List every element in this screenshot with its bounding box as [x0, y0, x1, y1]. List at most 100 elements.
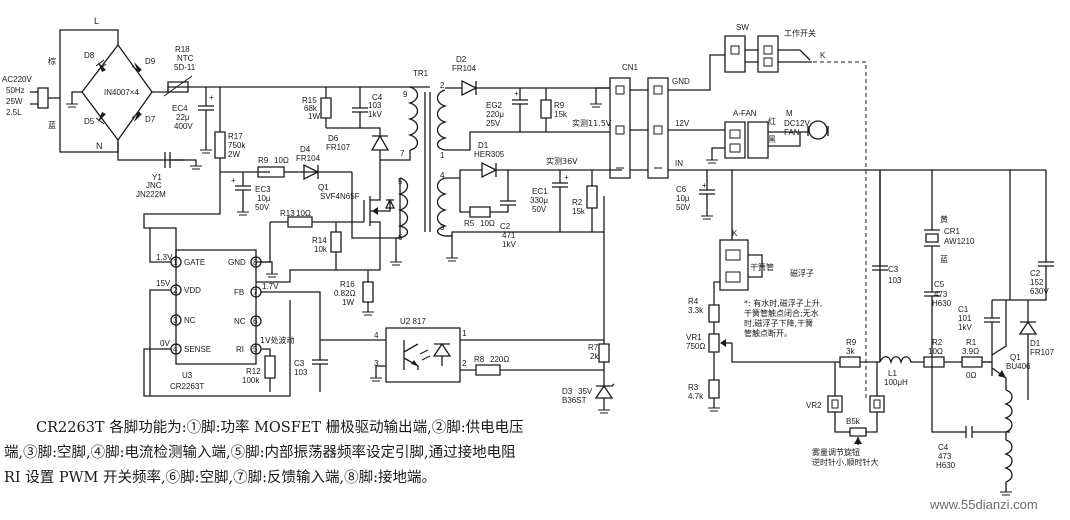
ic-v-gate: 1.3V [156, 253, 173, 262]
u2-pin-4: 4 [374, 331, 379, 340]
c4-value-2: H630 [936, 461, 956, 470]
ec4-label: EC4 [172, 104, 188, 113]
tr1-pin-5: 5 [398, 177, 403, 186]
ec4-plus: + [209, 93, 214, 102]
r15-value-2: 1W [308, 112, 320, 121]
ic-v-vdd: 15V [156, 279, 171, 288]
ic-pin-7: FB [234, 288, 244, 297]
r15-label: R15 [302, 96, 317, 105]
potentiometer-vr2 [827, 362, 885, 445]
ec3-plus: + [231, 176, 236, 185]
y1-value-2: JN222M [136, 190, 166, 199]
ic-pin-2-number: 2 [173, 286, 178, 295]
r13-value: 10Ω [296, 209, 311, 218]
ic-pin-7-number: 7 [253, 288, 258, 297]
u2-pin-1: 1 [462, 329, 467, 338]
c2-label: C2 [1030, 269, 1041, 278]
r16-value-2: 1W [342, 298, 354, 307]
r16-label: R16 [340, 280, 355, 289]
c6-value-2: 50V [676, 203, 691, 212]
l1-label: L1 [888, 369, 897, 378]
r12-value: 100k [242, 376, 260, 385]
r12-label: R12 [246, 367, 261, 376]
cn1-gnd-label: GND [672, 77, 690, 86]
r9t-value: 10Ω [274, 156, 289, 165]
ic-v-fb: 1.7V [262, 282, 279, 291]
r7-label: R7 [588, 343, 599, 352]
c2-value-1: 152 [1030, 278, 1044, 287]
c6-value-1: 10μ [676, 194, 690, 203]
r3-label: R3 [688, 383, 699, 392]
ec1-value-2: 50V [532, 205, 547, 214]
motor-label: M [786, 109, 793, 118]
work-switch [724, 35, 867, 400]
ic-pin-4: SENSE [184, 345, 211, 354]
r4-value: 3.3k [688, 306, 704, 315]
d3-label: D3 [562, 387, 573, 396]
tr1-pin-9: 9 [403, 90, 408, 99]
ec1-label: EC1 [532, 187, 548, 196]
u2-pin-3: 3 [374, 359, 379, 368]
input-spec-4: 2.5L [6, 108, 22, 117]
note-line-4: 管触点断开。 [744, 328, 792, 338]
r9-value: 15k [554, 110, 568, 119]
y1-label: Y1 [152, 173, 162, 182]
input-spec-3: 25W [6, 97, 23, 106]
tr1-pin-2: 2 [440, 81, 445, 90]
q1t-label: Q1 [318, 183, 329, 192]
ic-pin-6: NC [234, 317, 246, 326]
d1t-label: D1 [478, 141, 489, 150]
r2-value: 10Ω [928, 347, 943, 356]
r13-label: R13 [280, 209, 295, 218]
transformer-tr1 [397, 86, 448, 239]
ec4-value-2: 400V [174, 122, 193, 131]
r7-value: 2k [590, 352, 599, 361]
measured-36v: 实测36V [546, 156, 578, 166]
r2-label: R2 [932, 338, 943, 347]
d2-value: FR104 [452, 64, 477, 73]
r2t-value: 15k [572, 207, 586, 216]
d2-label: D2 [456, 55, 467, 64]
c1-value-2: 1kV [958, 323, 972, 332]
note-line-2: 干簧管触点闭合;无水 [744, 308, 819, 318]
c2t-value-1: 471 [502, 231, 516, 240]
u2-label: U2 817 [400, 317, 426, 326]
watermark: www.55dianzi.com [930, 497, 1038, 512]
c5-value-1: 473 [934, 290, 948, 299]
eg2-value-1: 220μ [486, 110, 504, 119]
cn1-in-label: IN [675, 159, 683, 168]
r1-value: 3.9Ω [962, 347, 979, 356]
wire-blue-label: 蓝 [48, 120, 56, 130]
c6-label: C6 [676, 185, 687, 194]
mosfet-q1 [363, 186, 396, 236]
d1t-value: HER305 [474, 150, 505, 159]
measured-11v5: 实测11.5V [572, 118, 612, 128]
c4t-label: C4 [372, 93, 383, 102]
r15-value-1: 68k [304, 104, 318, 113]
r18-label: R18 [175, 45, 190, 54]
ic-wave-note: 1V处波动 [260, 335, 295, 345]
tr1-pin-4: 4 [440, 171, 445, 180]
r9b-value: 3k [846, 347, 855, 356]
r17-label: R17 [228, 132, 243, 141]
ic-pin-1: GATE [184, 258, 205, 267]
d1-label: D1 [1030, 339, 1041, 348]
wire-brown-label: 棕 [48, 56, 56, 66]
note-line-3: 时,磁浮子下降,干簧 [744, 318, 813, 328]
c4t-value-1: 103 [368, 101, 382, 110]
d3-value-1: 35V [578, 387, 593, 396]
r8-label: R8 [474, 355, 485, 364]
reed-switch [719, 239, 763, 291]
r9b-label: R9 [846, 338, 857, 347]
tr1-pin-3: 3 [440, 223, 445, 232]
q1-value: BU406 [1006, 362, 1031, 371]
r17-value-1: 750k [228, 141, 246, 150]
q1t-value: SVF4N65F [320, 192, 360, 201]
sw-label: SW [736, 23, 749, 32]
ic-pin-1-number: 1 [173, 258, 178, 267]
r1-zero-ohm: 0Ω [966, 371, 976, 380]
sw-k-label: K [820, 51, 826, 60]
fan-connector [724, 120, 829, 159]
c2t-label: C2 [500, 222, 511, 231]
